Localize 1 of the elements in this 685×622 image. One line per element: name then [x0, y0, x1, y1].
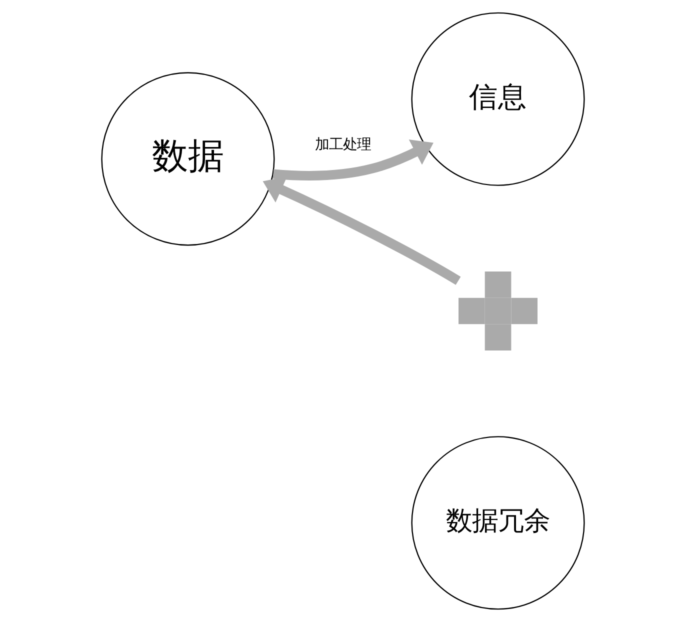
- edge-label: 加工处理: [314, 136, 370, 153]
